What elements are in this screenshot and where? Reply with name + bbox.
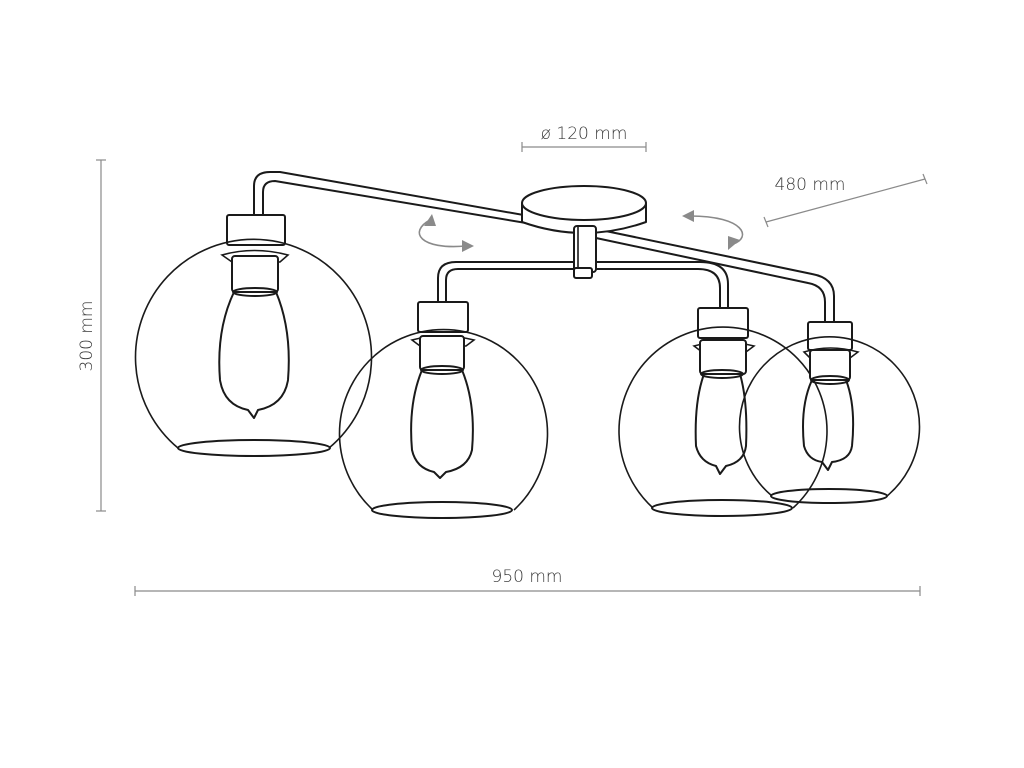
lamp-shade-2	[338, 301, 549, 519]
width-label: 950 mm	[492, 567, 563, 587]
height-label: 300 mm	[77, 301, 97, 372]
dimension-height: 300 mm	[77, 159, 106, 512]
dimension-width: 950 mm	[134, 567, 921, 596]
lamp-shade-1	[134, 214, 373, 457]
dimension-depth: 480 mm	[763, 173, 928, 228]
curved-double-arrow-icon	[418, 214, 474, 252]
depth-label: 480 mm	[775, 175, 846, 195]
dimension-canopy: ø 120 mm	[521, 124, 647, 152]
lamp-shade-4	[738, 321, 921, 504]
lamp-shade-3	[618, 307, 828, 517]
central-connector	[573, 225, 597, 279]
curved-double-arrow-icon	[682, 210, 744, 250]
canopy-diameter-label: ø 120 mm	[541, 124, 628, 144]
